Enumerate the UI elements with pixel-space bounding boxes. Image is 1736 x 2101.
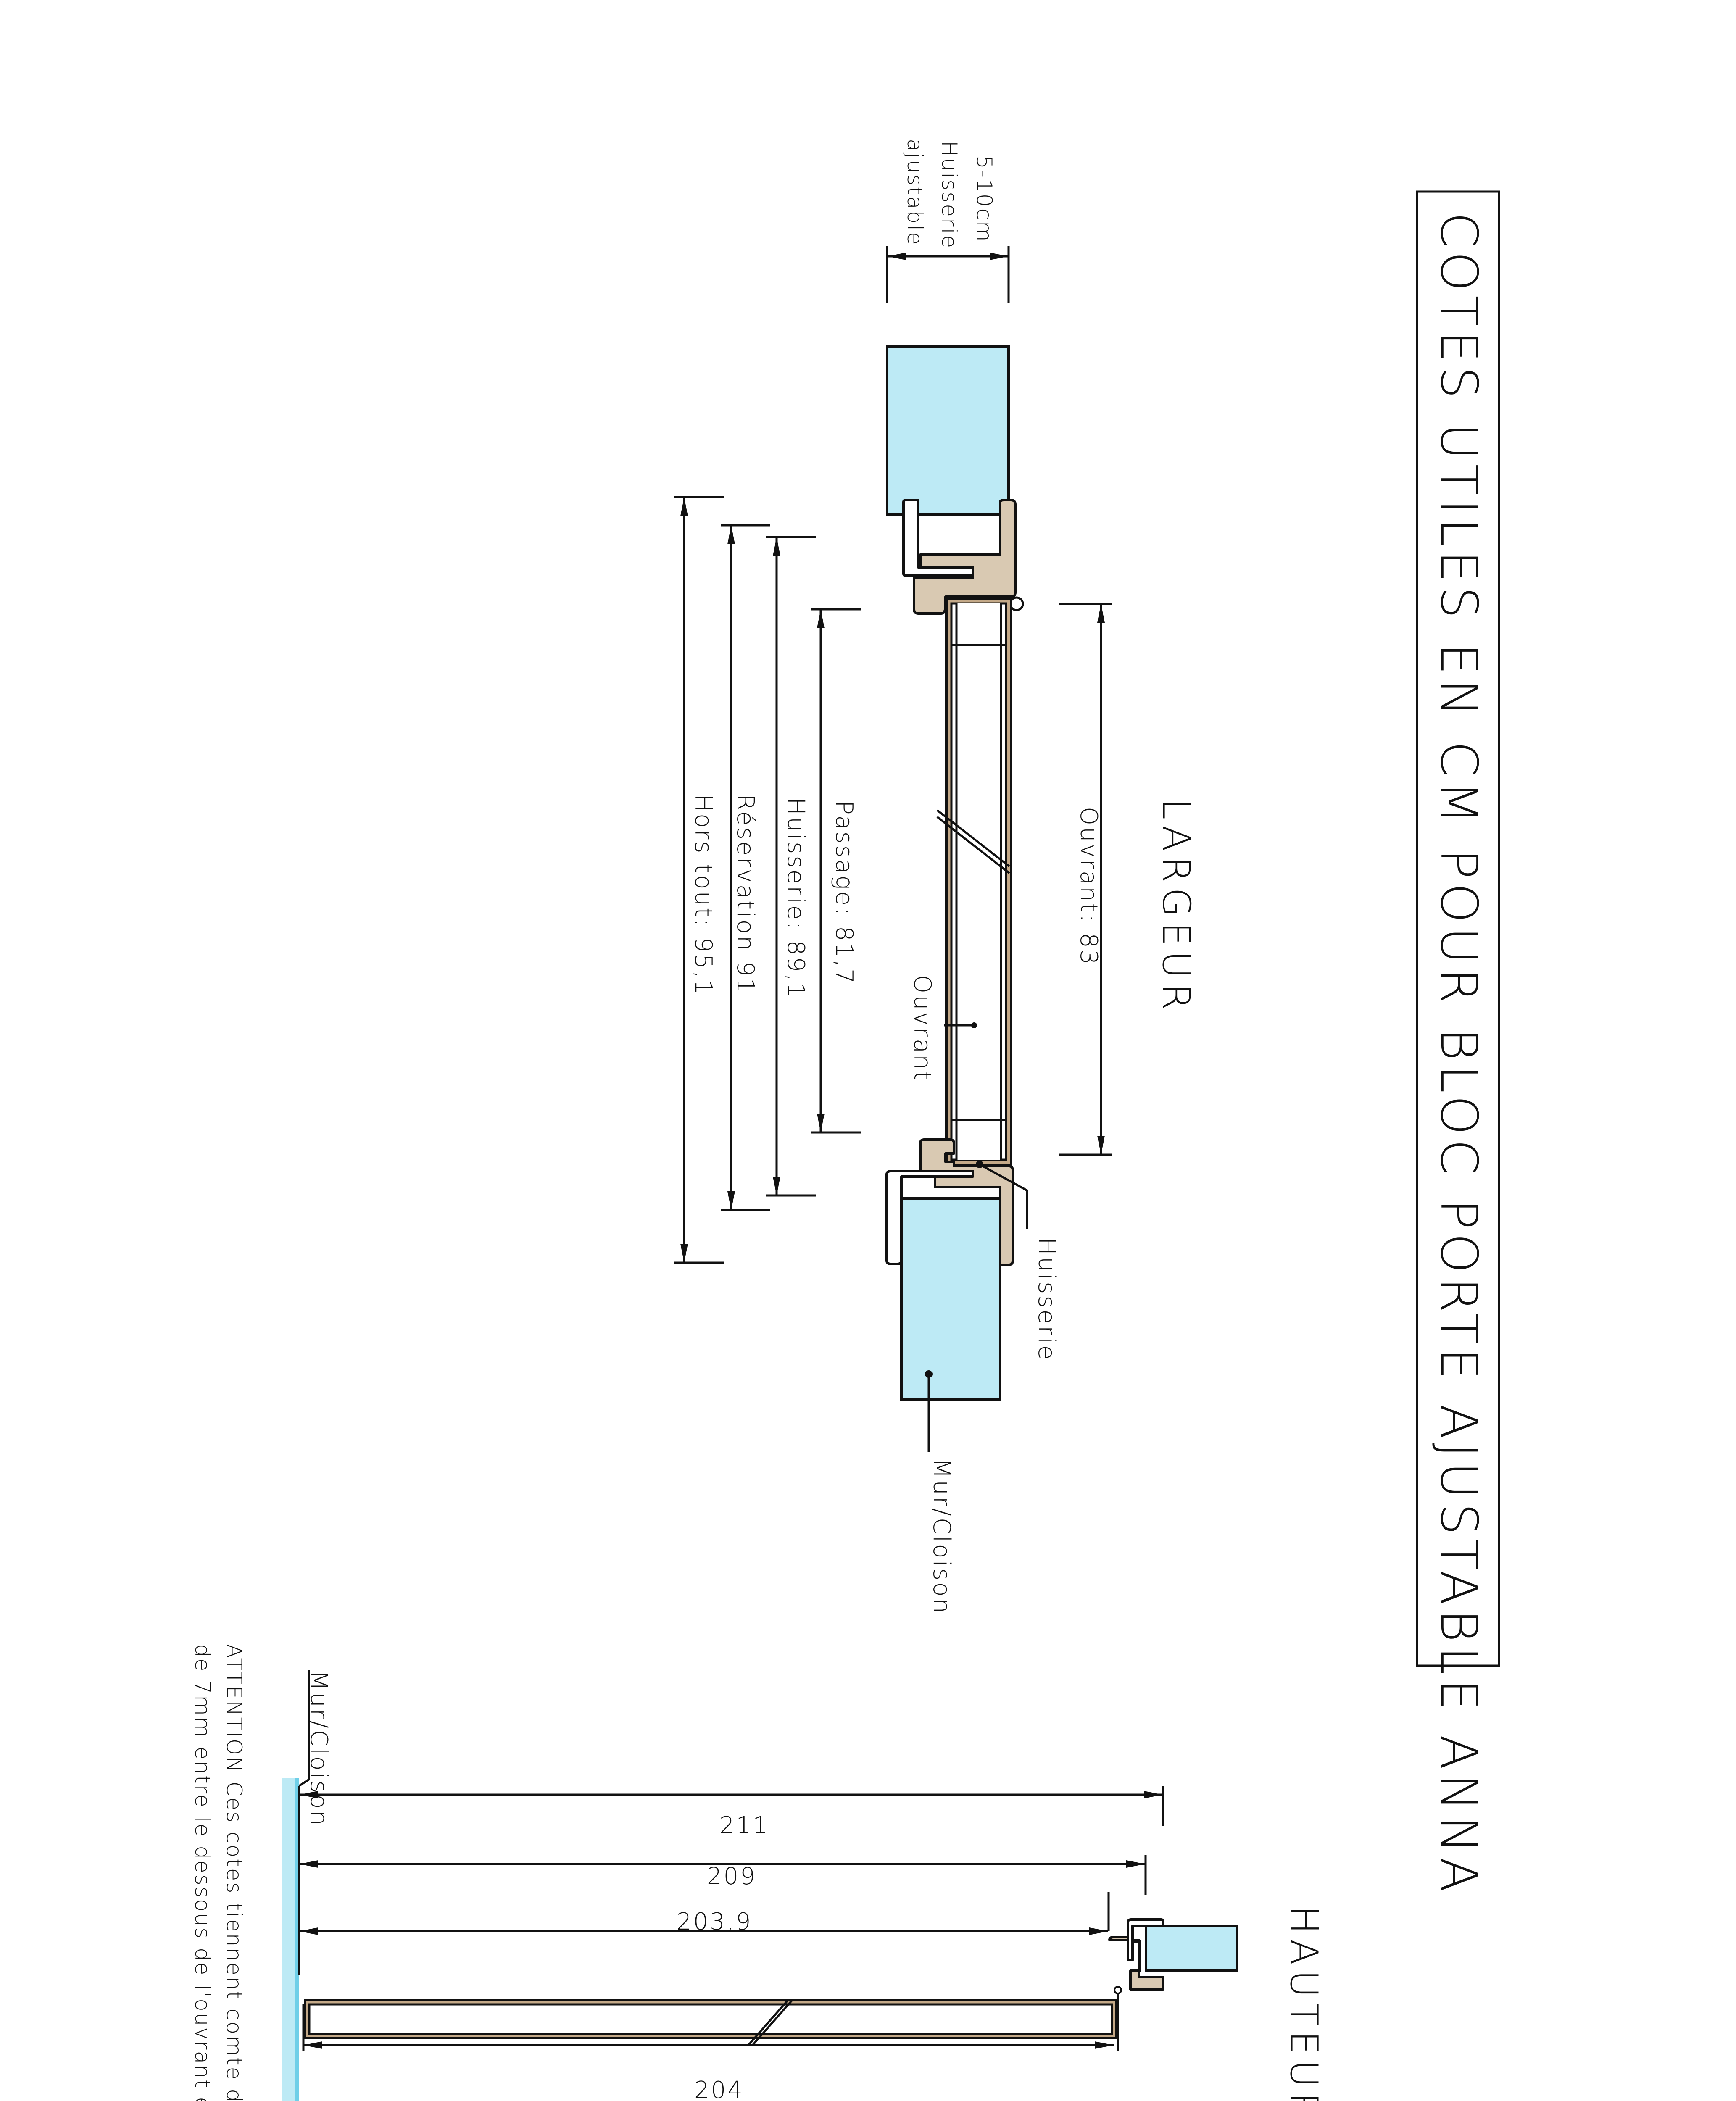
dim-211-label: 211	[719, 1812, 769, 1839]
hauteur-label: HAUTEUR	[1282, 1906, 1326, 2101]
break-mark-icon	[936, 809, 1010, 874]
width-section: LARGEUR 5-10cm Huisserie ajustable	[674, 139, 1198, 1615]
hinge-height-icon	[1114, 1986, 1122, 1994]
wall-head	[1145, 1925, 1238, 1972]
title-block: COTES UTILES EN CM POUR BLOC PORTE AJUST…	[1416, 190, 1500, 1896]
door-leaf	[936, 597, 1012, 1166]
height-section: HAUTEUR Mur/Cloison 211 209	[190, 1644, 1326, 2101]
floor-edge	[295, 1778, 299, 2101]
frame-head	[1108, 1936, 1164, 1991]
dim-203-9-label: 203,9	[677, 1908, 752, 1935]
page-title: COTES UTILES EN CM POUR BLOC PORTE AJUST…	[1429, 212, 1488, 1896]
dim-hors-tout: Hors tout: 95,1	[690, 794, 717, 996]
adjustable-line2: Huisserie	[937, 141, 962, 249]
callout-mur: Mur/Cloison	[925, 1370, 955, 1615]
largeur-label: LARGEUR	[1154, 798, 1198, 1015]
door-leaf-height	[304, 1999, 1117, 2046]
wall-top	[886, 345, 1010, 516]
width-dimensions: Ouvrant: 83 Passage: 81,7 Huisserie: 89,…	[674, 496, 1112, 1264]
dim-reservation: Réservation 91	[732, 794, 759, 995]
callout-huisserie: Huisserie	[976, 1161, 1060, 1361]
dim-passage: Passage: 81,7	[830, 800, 858, 985]
adjustable-line3: ajustable	[903, 139, 927, 246]
attention-line2: de 7mm entre le dessous de l'ouvrant et …	[190, 1644, 215, 2101]
frame-top	[913, 499, 1017, 615]
dim-huisserie: Huisserie: 89,1	[782, 798, 809, 999]
dim-ouvrant: Ouvrant: 83	[1075, 807, 1102, 966]
callout-ouvrant: Ouvrant	[909, 975, 977, 1082]
break-mark-height-icon	[747, 1999, 793, 2046]
callout-mur-label: Mur/Cloison	[928, 1458, 955, 1615]
height-dimensions	[299, 1786, 1164, 2051]
dim-204-label: 204	[694, 2077, 744, 2101]
adjustable-frame-annotation: 5-10cm Huisserie ajustable	[886, 139, 1010, 303]
adjustable-range: 5-10cm	[972, 155, 996, 243]
dim-209-label: 209	[707, 1863, 757, 1890]
callout-huisserie-label: Huisserie	[1033, 1237, 1060, 1361]
wall-bottom	[900, 1197, 1001, 1401]
attention-line1: ATTENTION Ces cotes tiennent comte d'un …	[222, 1644, 246, 2101]
callout-ouvrant-label: Ouvrant	[909, 975, 936, 1082]
